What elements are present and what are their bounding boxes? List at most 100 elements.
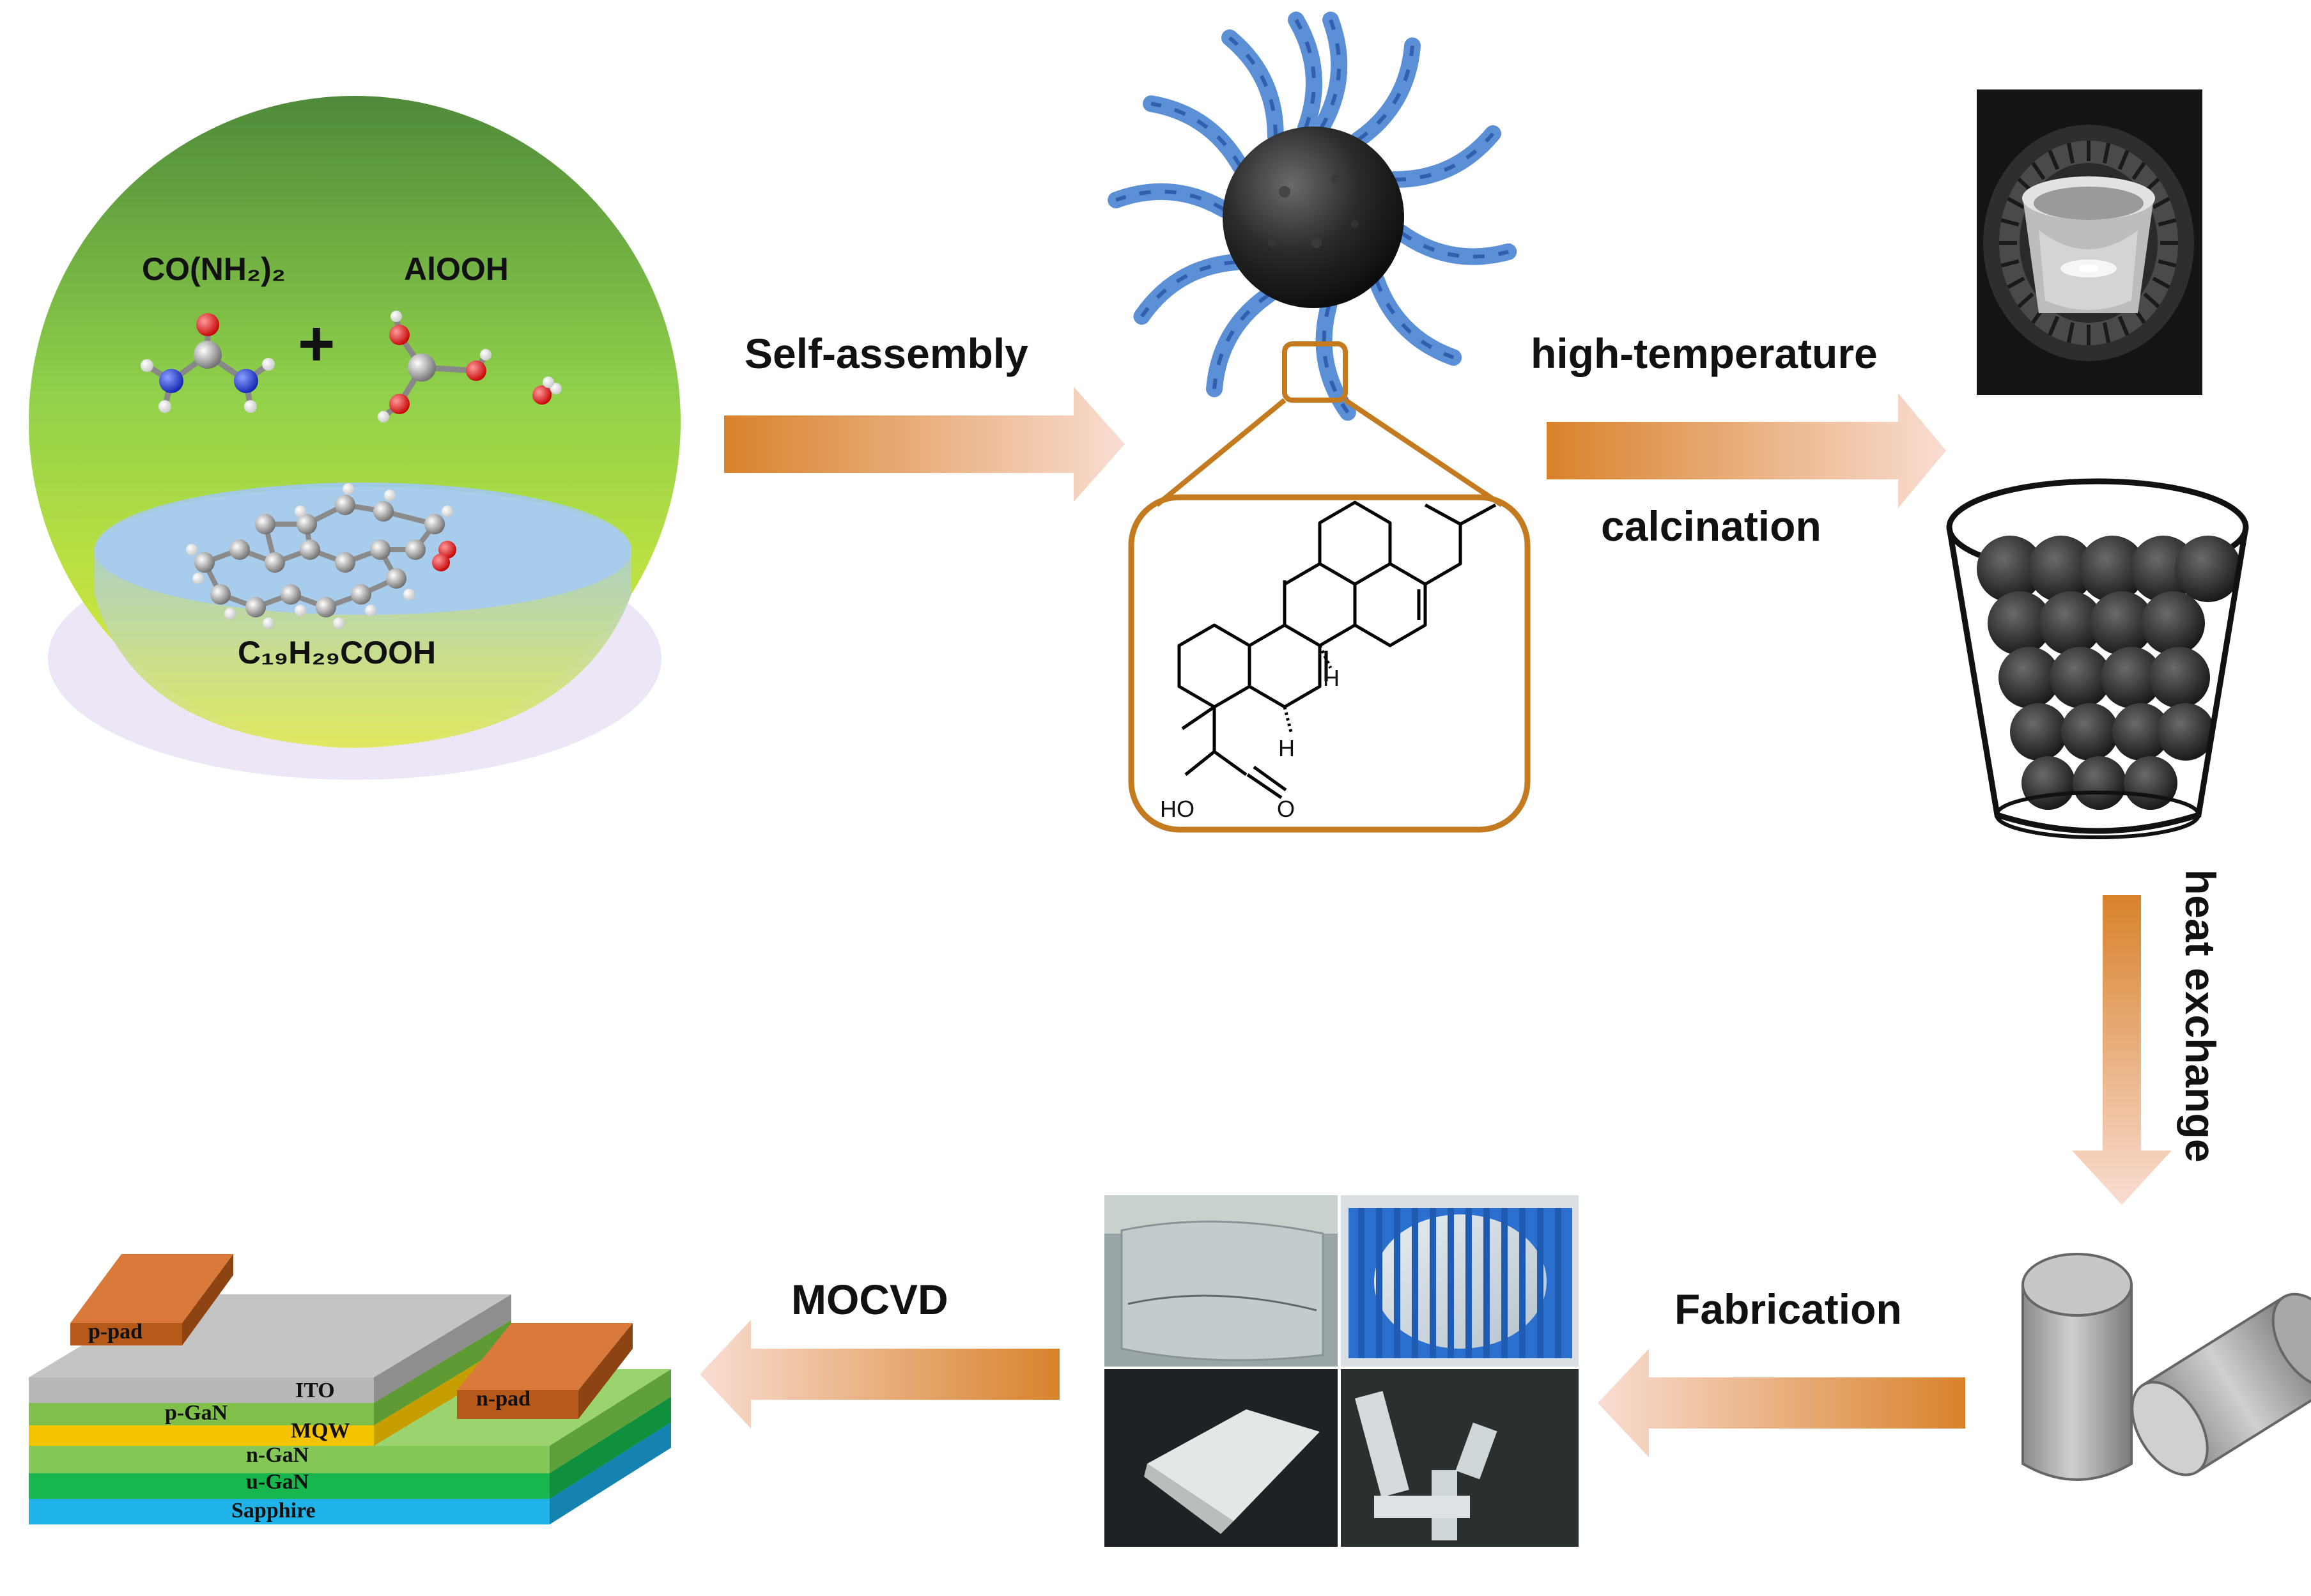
ceramic-ball: [2050, 647, 2111, 708]
ceramic-ball: [2021, 756, 2075, 810]
hydrogen-atom: [365, 605, 376, 616]
ceramic-ball: [2090, 591, 2154, 655]
ceramic-ball: [2079, 536, 2145, 602]
hydrogen-atom: [186, 544, 197, 555]
hydrogen-atom: [295, 605, 306, 616]
led-device: [29, 1254, 671, 1524]
plus-sign: +: [298, 308, 336, 380]
furnace-rib: [2048, 316, 2060, 336]
ceramic-ball: [2101, 647, 2162, 708]
alooh-formula-label: AlOOH: [404, 251, 509, 287]
carbon-atom: [255, 514, 275, 534]
furnace-rib: [2007, 276, 2025, 290]
rack-slot: [1519, 1208, 1526, 1358]
furnace-rib: [2117, 150, 2129, 170]
furnace-rib: [2158, 259, 2177, 268]
carbon-atom: [405, 539, 426, 560]
hydrogen-atom: [333, 617, 344, 629]
ligand-ribbon-edge: [1400, 231, 1510, 259]
oxygen-atom: [432, 554, 450, 571]
crucible: [1946, 478, 2249, 839]
arrow-calcination: [1547, 393, 1946, 508]
furnace-rib: [2117, 316, 2129, 336]
carbon-atom: [229, 539, 250, 560]
furnace-rib: [2048, 150, 2060, 170]
led-label-u-gan: u-GaN: [246, 1470, 309, 1494]
ligand-ribbon: [1143, 95, 1249, 174]
carbon-atom: [265, 552, 285, 573]
step-mocvd: MOCVD: [791, 1276, 948, 1323]
carbon-atom: [370, 539, 390, 560]
ceramic-ball: [2149, 647, 2210, 708]
step-fabrication: Fabrication: [1674, 1285, 1902, 1333]
hydrogen-atom: [442, 506, 453, 517]
carbon-atom: [316, 597, 336, 617]
carbon-atom: [297, 514, 317, 534]
reagent-circle: [29, 96, 681, 780]
carbon-atom: [386, 568, 406, 589]
alooh-atoms: [378, 311, 562, 422]
hydrogen-atom: [224, 608, 236, 619]
abietic-formula-label: C₁₉H₂₉COOH: [238, 635, 437, 670]
ligand-ribbon-edge: [1375, 279, 1455, 360]
carbon-atom: [194, 552, 215, 573]
led-label-mqw: MQW: [291, 1419, 350, 1443]
ligand-ribbon-edge: [1140, 260, 1237, 318]
furnace-rib: [2102, 322, 2111, 343]
ceramic-ball: [2124, 756, 2177, 810]
rack-slot: [1430, 1208, 1436, 1358]
arrow-fabrication: [1598, 1349, 1965, 1457]
furnace-photo: [1977, 89, 2202, 395]
rack-slot: [1465, 1208, 1472, 1358]
carbon-atom: [335, 552, 355, 573]
led-label-ito: ITO: [295, 1379, 335, 1402]
carbon-atom: [245, 597, 266, 617]
carbon-atom: [300, 539, 320, 560]
ceramic-ball: [2039, 591, 2103, 655]
ligand-ribbon: [1386, 125, 1501, 188]
hydrogen-atom: [263, 617, 274, 629]
ligand-ribbon: [1313, 12, 1348, 137]
furnace-rib: [2143, 292, 2160, 308]
structure-label-o: O: [1277, 796, 1295, 822]
rack-slot: [1501, 1208, 1508, 1358]
ligand-ribbon: [1287, 12, 1322, 137]
ceramic-ball: [1977, 536, 2043, 602]
furnace-rib: [2152, 196, 2170, 210]
furnace-rib: [2007, 196, 2025, 210]
ceramic-ball: [2073, 756, 2126, 810]
furnace-rib: [2158, 218, 2177, 227]
ceramic-ball: [2141, 591, 2205, 655]
rack-slot: [1555, 1208, 1561, 1358]
ligand-ribbon: [1206, 286, 1277, 398]
led-label-p-gan: p-GaN: [165, 1401, 228, 1425]
ceramic-ball: [2028, 536, 2094, 602]
ligand-ribbon-edge: [1322, 305, 1350, 414]
ceramic-ball: [2112, 703, 2170, 761]
ceramic-ball: [2157, 703, 2214, 761]
ceramic-ball: [1988, 591, 2052, 655]
carbon-atom: [335, 495, 355, 515]
hydrogen-atom: [343, 483, 354, 495]
zoom-callout: [1128, 341, 1531, 833]
crystal-boules: [2021, 1253, 2311, 1481]
ceramic-ball: [2175, 536, 2241, 602]
ligand-ribbon-edge: [1228, 36, 1278, 137]
ligand-ribbon: [1350, 37, 1421, 148]
carbon-atom: [351, 584, 371, 605]
ligand-ribbon-edge: [1212, 293, 1270, 389]
rack-slot: [1483, 1208, 1490, 1358]
ligand-ribbon-edge: [1150, 102, 1242, 167]
ceramic-ball: [2061, 703, 2119, 761]
rack-slot: [1537, 1208, 1543, 1358]
structure-label-h-top: H: [1323, 665, 1340, 691]
furnace-rib: [2000, 218, 2020, 227]
ligand-ribbon-edge: [1394, 132, 1495, 182]
hydrogen-atom: [403, 589, 415, 600]
hydrogen-atom: [384, 490, 396, 501]
ligand-ribbon: [1221, 29, 1284, 145]
structure-label-ho: HO: [1160, 796, 1194, 822]
led-label-n-pad: n-pad: [476, 1387, 531, 1411]
